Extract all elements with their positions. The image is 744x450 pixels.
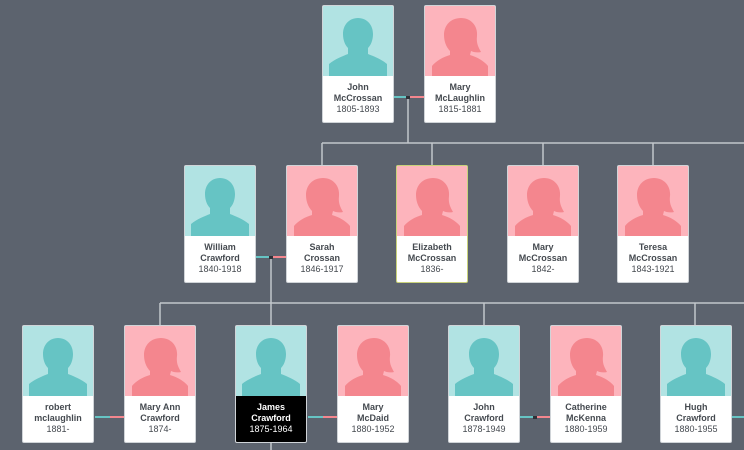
person-dates: 1846-1917	[300, 264, 344, 274]
person-name: Mary McLaughlin	[435, 82, 485, 103]
person-name: Sarah Crossan	[303, 242, 340, 263]
person-name: Elizabeth McCrossan	[407, 242, 457, 263]
person-info: Mary McDaid 1880-1952	[338, 396, 408, 442]
person-info: Hugh Crawford 1880-1955	[661, 396, 731, 442]
person-card-elizabeth-mccrossan[interactable]: Elizabeth McCrossan 1836-	[396, 165, 468, 283]
female-silhouette-icon	[397, 166, 467, 236]
female-silhouette-icon	[618, 166, 688, 236]
person-dates: 1880-1955	[674, 424, 718, 434]
person-name: Teresa McCrossan	[628, 242, 678, 263]
female-silhouette-icon	[425, 6, 495, 76]
person-info: Mary Ann Crawford 1874-	[125, 396, 195, 442]
person-card-mary-mccrossan[interactable]: Mary McCrossan 1842-	[507, 165, 579, 283]
female-silhouette-icon	[287, 166, 357, 236]
male-silhouette-icon	[449, 326, 519, 396]
person-dates: 1874-	[148, 424, 172, 434]
person-dates: 1815-1881	[438, 104, 482, 114]
person-info: Catherine McKenna 1880-1959	[551, 396, 621, 442]
male-silhouette-icon	[323, 6, 393, 76]
spouse-link-knot	[406, 96, 410, 99]
person-name: Mary McDaid	[356, 402, 389, 423]
person-card-mary-ann-crawford[interactable]: Mary Ann Crawford 1874-	[124, 325, 196, 443]
person-name: robert mclaughlin	[34, 402, 82, 423]
person-name: Mary McCrossan	[518, 242, 568, 263]
person-dates: 1880-1952	[351, 424, 395, 434]
female-silhouette-icon	[508, 166, 578, 236]
person-info: John Crawford 1878-1949	[449, 396, 519, 442]
person-dates: 1805-1893	[336, 104, 380, 114]
person-info: Mary McLaughlin 1815-1881	[425, 76, 495, 122]
spouse-link-knot	[533, 416, 537, 419]
male-silhouette-icon	[236, 326, 306, 396]
person-dates: 1840-1918	[198, 264, 242, 274]
female-silhouette-icon	[551, 326, 621, 396]
person-info: robert mclaughlin 1881-	[23, 396, 93, 442]
person-name: John McCrossan	[333, 82, 383, 103]
person-name: Catherine McKenna	[565, 402, 607, 423]
person-dates: 1842-	[531, 264, 555, 274]
male-silhouette-icon	[23, 326, 93, 396]
person-info: John McCrossan 1805-1893	[323, 76, 393, 122]
person-name: James Crawford	[251, 402, 291, 423]
person-card-mary-mclaughlin[interactable]: Mary McLaughlin 1815-1881	[424, 5, 496, 123]
person-card-teresa-mccrossan[interactable]: Teresa McCrossan 1843-1921	[617, 165, 689, 283]
person-card-mary-mcdaid[interactable]: Mary McDaid 1880-1952	[337, 325, 409, 443]
person-info: Teresa McCrossan 1843-1921	[618, 236, 688, 282]
person-card-hugh-crawford[interactable]: Hugh Crawford 1880-1955	[660, 325, 732, 443]
person-info: Elizabeth McCrossan 1836-	[397, 236, 467, 282]
female-silhouette-icon	[338, 326, 408, 396]
person-card-james-crawford[interactable]: James Crawford 1875-1964	[235, 325, 307, 443]
person-info: James Crawford 1875-1964	[236, 396, 306, 442]
person-card-robert-mclaughlin[interactable]: robert mclaughlin 1881-	[22, 325, 94, 443]
person-dates: 1878-1949	[462, 424, 506, 434]
person-dates: 1843-1921	[631, 264, 675, 274]
person-info: Sarah Crossan 1846-1917	[287, 236, 357, 282]
person-card-john-crawford[interactable]: John Crawford 1878-1949	[448, 325, 520, 443]
person-dates: 1836-	[420, 264, 444, 274]
person-name: John Crawford	[464, 402, 504, 423]
spouse-link-knot	[269, 256, 273, 259]
person-dates: 1880-1959	[564, 424, 608, 434]
person-dates: 1875-1964	[249, 424, 293, 434]
person-card-sarah-crossan[interactable]: Sarah Crossan 1846-1917	[286, 165, 358, 283]
person-name: William Crawford	[200, 242, 240, 263]
person-card-william-crawford[interactable]: William Crawford 1840-1918	[184, 165, 256, 283]
person-name: Hugh Crawford	[676, 402, 716, 423]
person-card-john-mccrossan[interactable]: John McCrossan 1805-1893	[322, 5, 394, 123]
person-dates: 1881-	[46, 424, 70, 434]
person-card-catherine-mckenna[interactable]: Catherine McKenna 1880-1959	[550, 325, 622, 443]
person-info: Mary McCrossan 1842-	[508, 236, 578, 282]
male-silhouette-icon	[661, 326, 731, 396]
male-silhouette-icon	[185, 166, 255, 236]
female-silhouette-icon	[125, 326, 195, 396]
person-info: William Crawford 1840-1918	[185, 236, 255, 282]
person-name: Mary Ann Crawford	[139, 402, 181, 423]
